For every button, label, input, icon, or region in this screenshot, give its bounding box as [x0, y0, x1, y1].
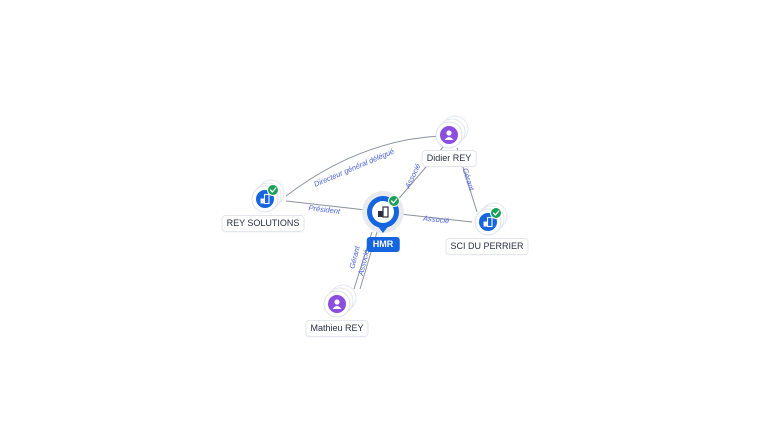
verified-check-icon: [388, 195, 400, 207]
node-label-rey-solutions[interactable]: REY SOLUTIONS: [222, 216, 304, 231]
building-icon: [260, 193, 270, 205]
node-label-mathieu-rey[interactable]: Mathieu REY: [306, 321, 368, 336]
person-icon: [444, 130, 454, 140]
edge-hmr-sci_du_perrier: [399, 213, 473, 223]
edge-label: Gérant: [461, 167, 477, 192]
node-rey-solutions[interactable]: [251, 179, 285, 213]
edge-label: Directeur général délégué: [313, 147, 396, 189]
building-icon: [378, 206, 389, 218]
edge-label: Président: [308, 203, 341, 216]
verified-check-icon: [267, 184, 279, 196]
nodes-layer: [251, 115, 508, 318]
node-hmr[interactable]: [362, 191, 404, 233]
node-label-hmr[interactable]: HMR: [366, 237, 400, 252]
verified-check-icon: [490, 207, 502, 219]
edge-didier_rey-rey_solutions: [285, 135, 441, 197]
node-didier-rey[interactable]: [435, 115, 469, 149]
node-label-didier-rey[interactable]: Didier REY: [422, 151, 476, 166]
node-mathieu-rey[interactable]: [323, 284, 357, 318]
edge-label: Associé: [422, 214, 450, 226]
edge-hmr-rey_solutions: [285, 200, 367, 211]
node-label-sci-du-perrier[interactable]: SCI DU PERRIER: [446, 239, 528, 254]
person-icon: [332, 299, 342, 309]
node-sci-du-perrier[interactable]: [474, 202, 508, 236]
edge-label: Associé: [403, 162, 423, 190]
building-icon: [483, 216, 493, 228]
